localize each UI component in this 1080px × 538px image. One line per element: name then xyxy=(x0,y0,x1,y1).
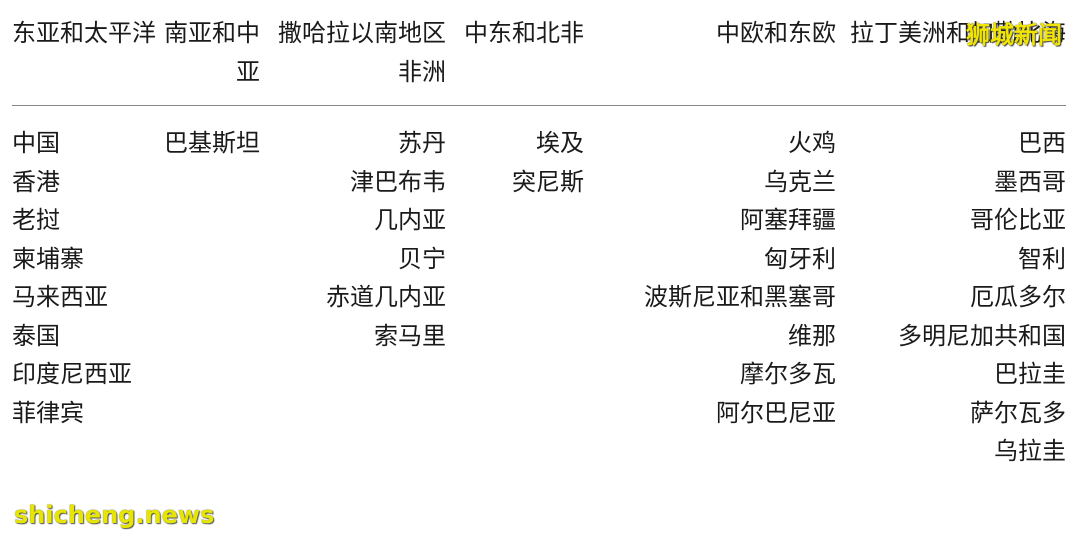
table-cell: 菲律宾 xyxy=(12,398,84,427)
table-cell: 苏丹 xyxy=(398,129,446,157)
table-cell: 索马里 xyxy=(374,321,446,350)
table-cell: 柬埔寨 xyxy=(12,244,84,273)
table-cell: 巴拉圭 xyxy=(994,360,1066,388)
table-cell: 香港 xyxy=(12,167,60,196)
table-cell xyxy=(158,394,260,433)
header-central-eastern-europe: 中欧和东欧 xyxy=(584,14,836,106)
table-cell: 多明尼加共和国 xyxy=(898,321,1066,350)
header-south-central-asia: 南亚和中亚 xyxy=(158,14,260,106)
table-row: 中国 巴基斯坦 苏丹 埃及 火鸡 巴西 xyxy=(12,106,1066,163)
table-cell: 巴基斯坦 xyxy=(164,129,260,157)
table-cell: 波斯尼亚和黑塞哥 xyxy=(644,283,836,311)
table-cell xyxy=(158,201,260,240)
table-cell: 阿尔巴尼亚 xyxy=(716,398,836,427)
header-sub-saharan-africa: 撒哈拉以南地区非洲 xyxy=(260,14,446,106)
table-cell xyxy=(260,394,446,433)
table-cell: 萨尔瓦多 xyxy=(970,398,1066,427)
table-cell: 火鸡 xyxy=(788,129,836,157)
table-cell xyxy=(158,240,260,279)
table-cell xyxy=(446,317,584,356)
table-cell xyxy=(446,432,584,471)
table-cell: 赤道几内亚 xyxy=(326,283,446,311)
table-cell xyxy=(446,278,584,317)
table-cell: 几内亚 xyxy=(374,206,446,234)
table-body: 中国 巴基斯坦 苏丹 埃及 火鸡 巴西香港 津巴布韦 突尼斯 乌克兰 墨西哥老挝 几内亚 阿塞拜疆 哥伦… xyxy=(12,106,1066,471)
regions-table: 东亚和太平洋 南亚和中亚 撒哈拉以南地区非洲 中东和北非 中欧和东欧 拉丁美洲和… xyxy=(12,14,1066,471)
table-cell: 老挝 xyxy=(12,206,60,234)
table-cell xyxy=(446,201,584,240)
table-cell: 摩尔多瓦 xyxy=(740,360,836,388)
table-cell: 贝宁 xyxy=(398,244,446,273)
table-cell xyxy=(260,432,446,471)
table-cell: 智利 xyxy=(1018,244,1066,273)
table-row: 柬埔寨 贝宁 匈牙利 智利 xyxy=(12,240,1066,279)
table-cell xyxy=(158,355,260,394)
table-cell: 埃及 xyxy=(536,129,584,157)
table-row: 菲律宾 阿尔巴尼亚 萨尔瓦多 xyxy=(12,394,1066,433)
table-cell: 墨西哥 xyxy=(994,167,1066,196)
table-cell xyxy=(158,163,260,202)
table-cell: 匈牙利 xyxy=(764,244,836,273)
table-cell xyxy=(158,278,260,317)
table-cell xyxy=(446,394,584,433)
table-header: 东亚和太平洋 南亚和中亚 撒哈拉以南地区非洲 中东和北非 中欧和东欧 拉丁美洲和… xyxy=(12,14,1066,106)
table-row: 老挝 几内亚 阿塞拜疆 哥伦比亚 xyxy=(12,201,1066,240)
table-row: 香港 津巴布韦 突尼斯 乌克兰 墨西哥 xyxy=(12,163,1066,202)
table-row: 印度尼西亚 摩尔多瓦 巴拉圭 xyxy=(12,355,1066,394)
table-cell: 中国 xyxy=(12,129,60,157)
table-cell: 津巴布韦 xyxy=(350,167,446,196)
table-cell: 厄瓜多尔 xyxy=(970,283,1066,311)
table-cell: 马来西亚 xyxy=(12,283,108,311)
table-cell: 突尼斯 xyxy=(512,167,584,196)
header-row: 东亚和太平洋 南亚和中亚 撒哈拉以南地区非洲 中东和北非 中欧和东欧 拉丁美洲和… xyxy=(12,14,1066,106)
table-cell: 维那 xyxy=(788,321,836,350)
table-cell xyxy=(446,355,584,394)
table-cell xyxy=(158,432,260,471)
table-cell: 乌拉圭 xyxy=(994,437,1066,465)
watermark-bottom: shicheng.news xyxy=(14,501,215,529)
header-latin-america-caribbean: 拉丁美洲和加勒比海 xyxy=(836,14,1066,106)
table-cell: 泰国 xyxy=(12,321,60,350)
table-row: 泰国 索马里 维那 多明尼加共和国 xyxy=(12,317,1066,356)
header-middle-east-north-africa: 中东和北非 xyxy=(446,14,584,106)
table-cell xyxy=(260,355,446,394)
table-row: 马来西亚 赤道几内亚 波斯尼亚和黑塞哥 厄瓜多尔 xyxy=(12,278,1066,317)
watermark-top: 狮城新闻 xyxy=(966,21,1062,49)
table-row: 乌拉圭 xyxy=(12,432,1066,471)
table-cell xyxy=(158,317,260,356)
table-cell xyxy=(584,432,836,471)
header-east-asia-pacific: 东亚和太平洋 xyxy=(12,14,158,106)
table-cell: 巴西 xyxy=(1018,129,1066,157)
table-cell: 阿塞拜疆 xyxy=(740,206,836,234)
table-cell xyxy=(12,432,158,471)
table-cell: 印度尼西亚 xyxy=(12,360,132,388)
table-cell: 乌克兰 xyxy=(764,167,836,196)
table-cell: 哥伦比亚 xyxy=(970,206,1066,234)
table-cell xyxy=(446,240,584,279)
